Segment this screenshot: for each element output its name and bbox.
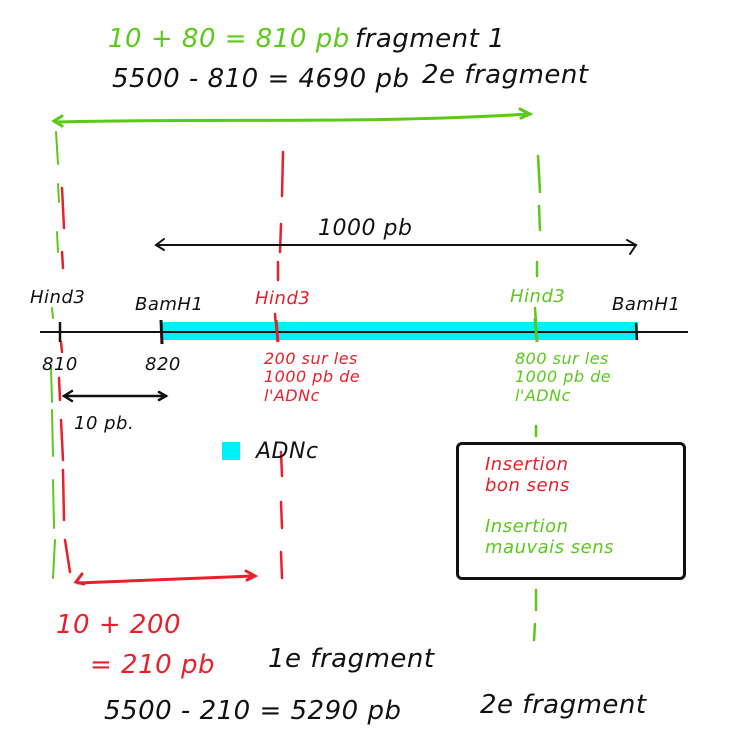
tick-hind3-green bbox=[533, 317, 539, 343]
bottom-fragment2-label: 2e fragment bbox=[480, 690, 647, 720]
green-cut-note: 800 sur les 1000 pb de l'ADNc bbox=[515, 349, 612, 405]
bottom-red-calc2: = 210 pb bbox=[90, 650, 215, 680]
bottom-red-calc1: 10 + 200 bbox=[56, 610, 182, 640]
tick-bamh1-820 bbox=[159, 319, 164, 345]
cdna-legend-label: ADNc bbox=[256, 439, 319, 464]
top-fragment1-label: fragment 1 bbox=[355, 24, 506, 54]
site-bamh1-left: BamH1 bbox=[135, 294, 204, 315]
green-fragment-arrow bbox=[51, 107, 534, 128]
red-cut-note: 200 sur les 1000 pb de l'ADNc bbox=[264, 349, 361, 405]
position-820: 820 bbox=[145, 354, 181, 375]
gap-label: 10 pb. bbox=[74, 413, 135, 434]
red-fragment-arrow bbox=[73, 569, 259, 586]
site-bamh1-right: BamH1 bbox=[612, 294, 681, 315]
site-hind3-green: Hind3 bbox=[510, 286, 566, 307]
top-green-calc: 10 + 80 = 810 pb bbox=[108, 24, 350, 54]
insertion-correct-label: Insertion bon sens bbox=[485, 454, 570, 496]
cdna-legend-swatch bbox=[222, 442, 240, 460]
top-calc2: 5500 - 810 = 4690 pb bbox=[112, 64, 410, 94]
top-fragment2-label: 2e fragment bbox=[422, 60, 589, 90]
tick-hind3-red bbox=[274, 319, 280, 343]
bottom-fragment1-label: 1e fragment bbox=[268, 644, 435, 674]
insertion-reverse-label: Insertion mauvais sens bbox=[485, 516, 614, 558]
position-810: 810 bbox=[42, 354, 78, 375]
gap-arrow bbox=[61, 389, 169, 403]
cdna-length-label: 1000 pb bbox=[318, 216, 413, 241]
site-hind3-left: Hind3 bbox=[30, 287, 86, 308]
site-hind3-red: Hind3 bbox=[255, 288, 311, 309]
red-dashed-line-left bbox=[57, 186, 72, 574]
cdna-length-arrow bbox=[154, 238, 638, 255]
green-dashed-line-left bbox=[50, 131, 60, 579]
insertion-legend-box: Insertion bon sens Insertion mauvais sen… bbox=[456, 442, 686, 580]
bottom-calc2: 5500 - 210 = 5290 pb bbox=[104, 696, 402, 726]
tick-bamh1-right bbox=[634, 322, 639, 341]
